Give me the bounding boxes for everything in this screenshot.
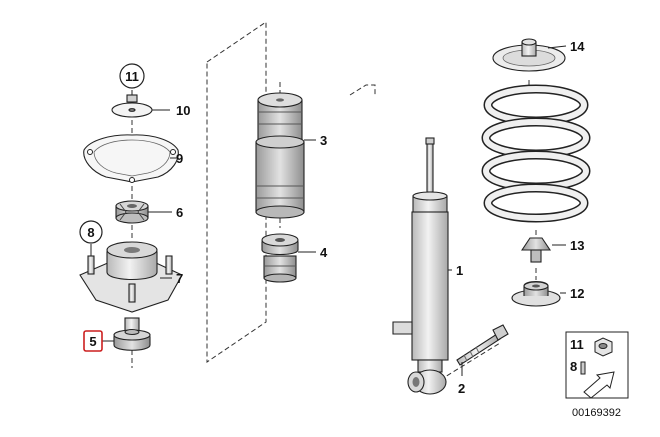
part-4-bump-stop — [261, 233, 299, 283]
callout-2: 2 — [458, 381, 465, 396]
callout-7: 7 — [176, 271, 183, 286]
legend-label-11: 11 — [570, 337, 584, 352]
callout-8: 8 — [87, 225, 94, 240]
callout-10: 10 — [176, 103, 190, 118]
callout-3: 3 — [320, 133, 327, 148]
coil-spring — [481, 84, 591, 223]
callout-4: 4 — [320, 245, 328, 260]
part-10-washer — [111, 102, 153, 118]
arrow-icon — [583, 371, 615, 399]
part-12-spring-seat — [511, 280, 561, 307]
callout-14: 14 — [570, 39, 585, 54]
part-13-cap — [520, 237, 552, 263]
legend-label-8: 8 — [570, 359, 577, 374]
callout-13: 13 — [570, 238, 584, 253]
part-5-buffer — [113, 317, 151, 351]
stud-icon — [580, 361, 586, 375]
callout-11: 11 — [125, 69, 139, 84]
part-6-bushing — [115, 200, 149, 224]
callout-12: 12 — [570, 286, 584, 301]
callout-6: 6 — [176, 205, 183, 220]
part-7-strut-mount — [79, 241, 183, 313]
callout-5: 5 — [89, 334, 96, 349]
callout-9: 9 — [176, 151, 183, 166]
callout-1: 1 — [456, 263, 463, 278]
part-1-shock-absorber — [392, 137, 449, 395]
nut-icon — [594, 337, 613, 357]
part-11-nut — [126, 94, 138, 103]
part-14-spring-seat — [492, 38, 566, 72]
part-3-boot — [255, 92, 305, 219]
callout-labels: 11 10 9 6 8 7 5 3 4 1 2 13 12 14 — [79, 39, 585, 396]
part-9-gasket — [83, 134, 179, 183]
diagram-id: 00169392 — [572, 407, 621, 419]
fastener-legend-box: 11 8 — [565, 331, 629, 399]
part-2-bolt — [456, 324, 509, 366]
leader-lines — [90, 45, 567, 376]
assembly-lines — [131, 21, 537, 381]
